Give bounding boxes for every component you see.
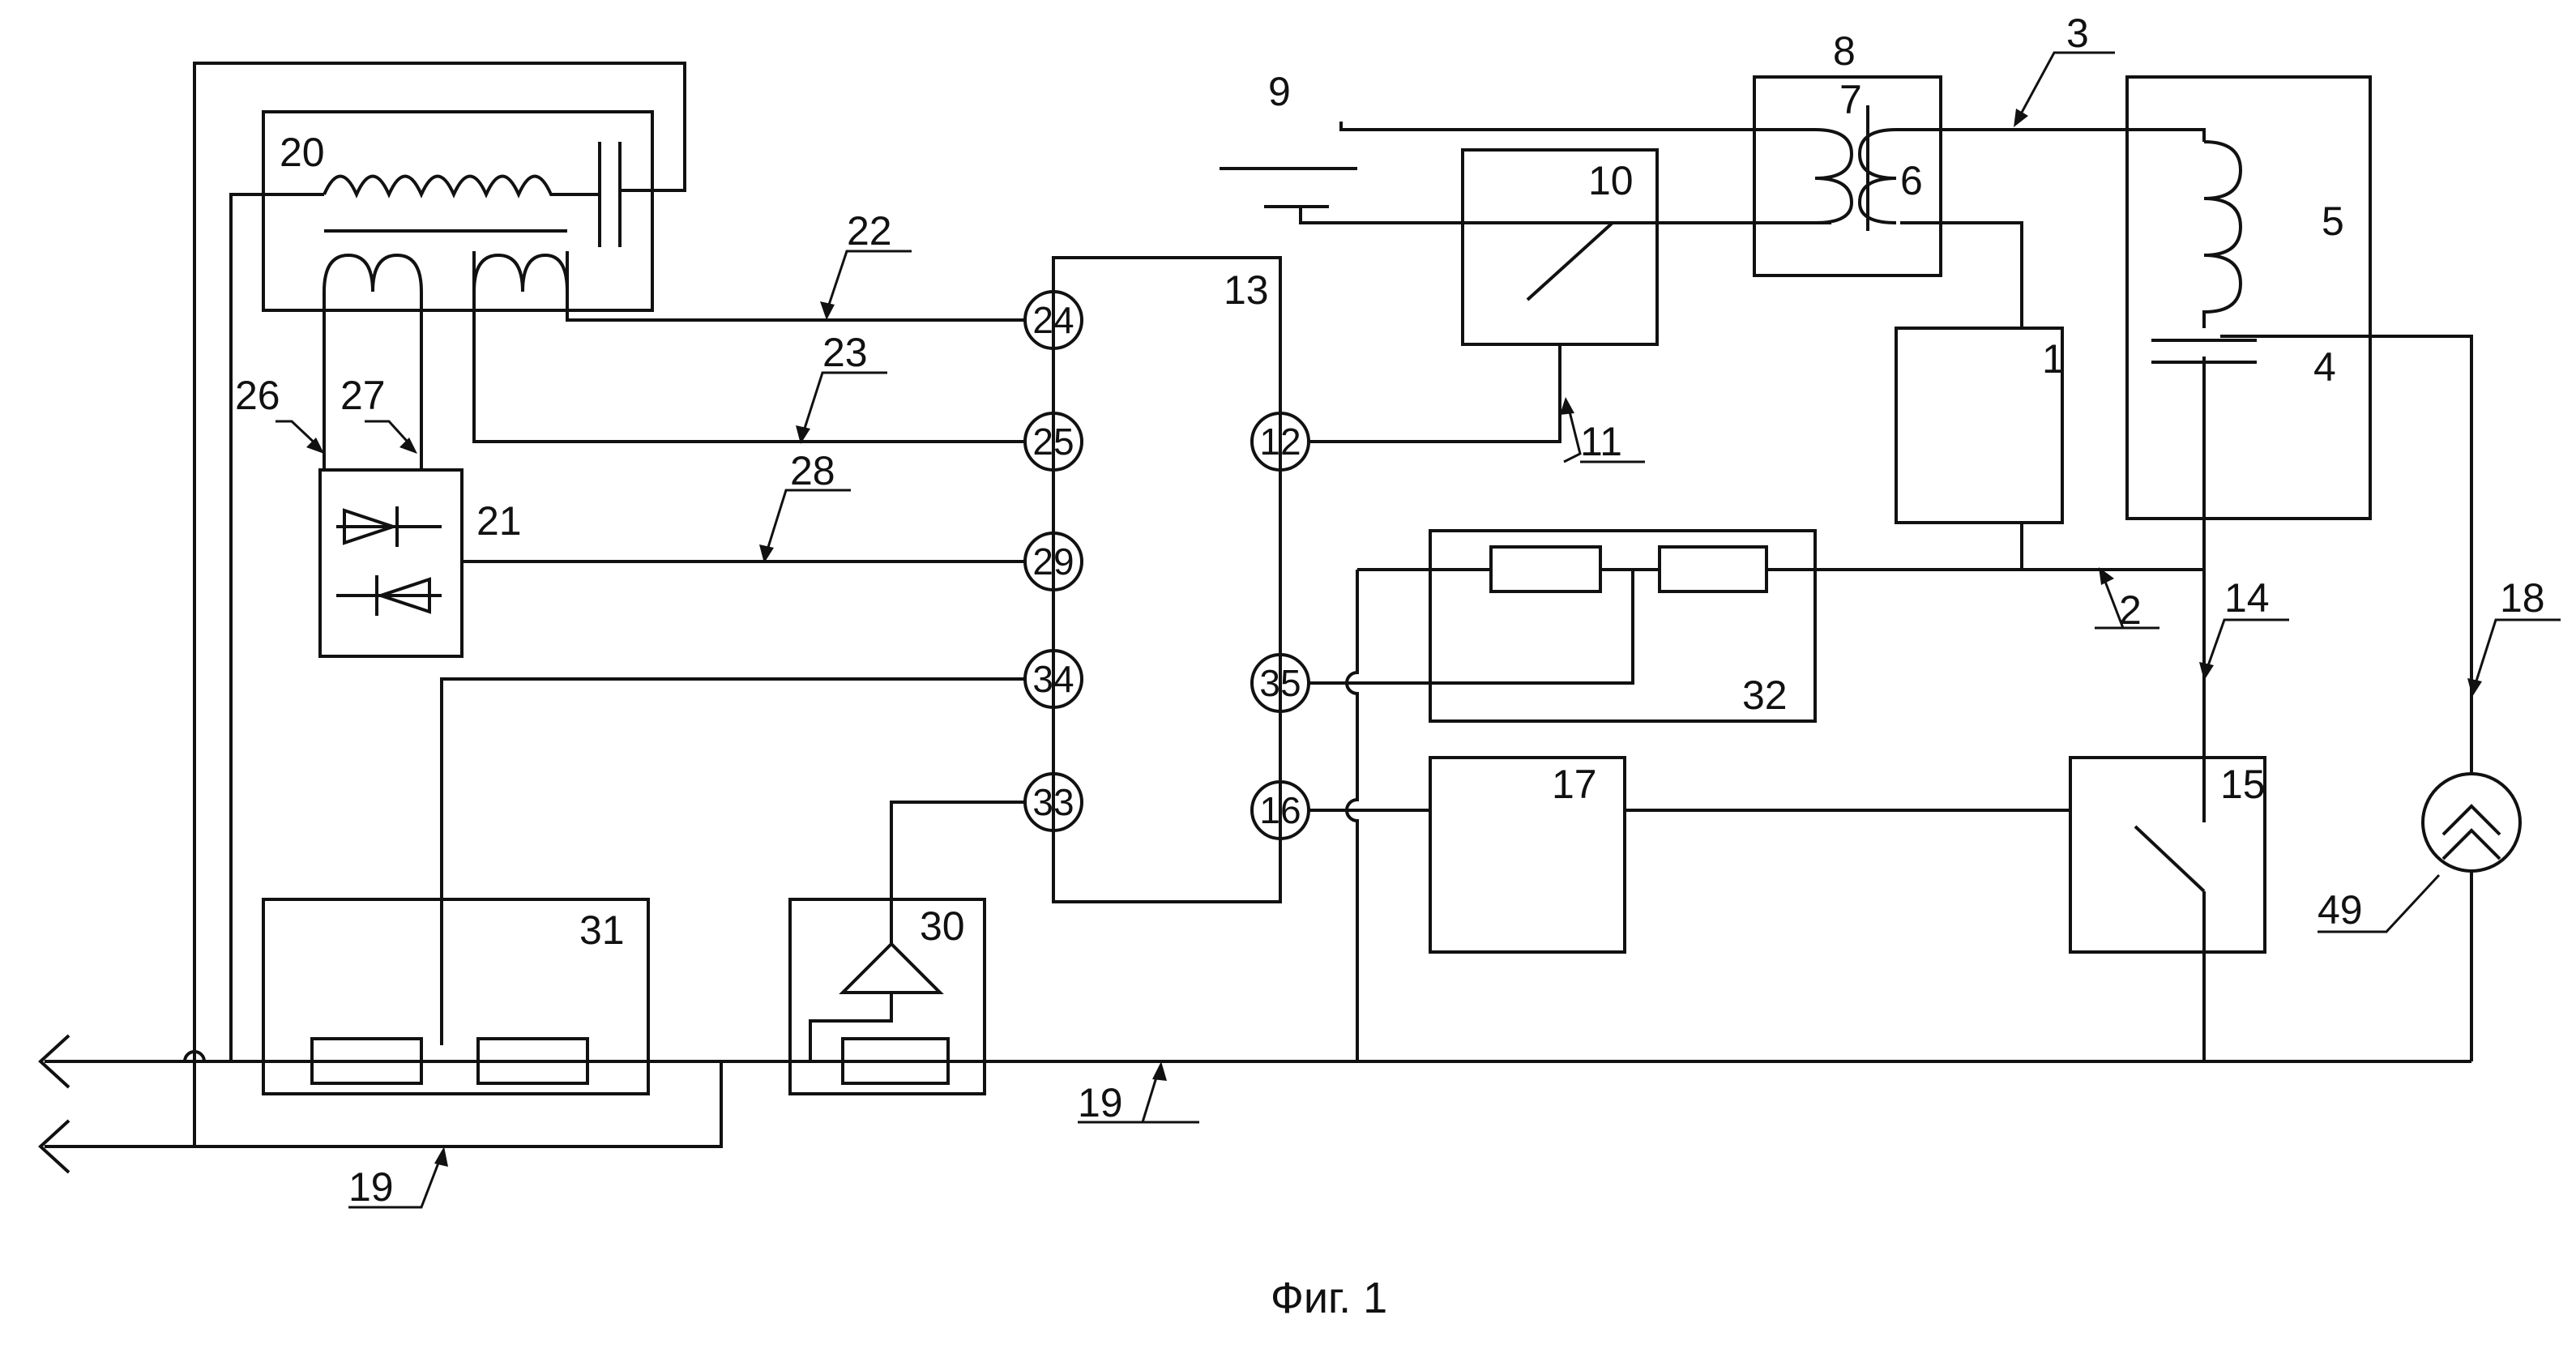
label-28: 28 xyxy=(790,448,835,493)
label-26: 26 xyxy=(235,373,280,418)
transformer-20-windings xyxy=(324,142,632,292)
label-27: 27 xyxy=(340,373,386,418)
label-3: 3 xyxy=(2066,11,2089,56)
switch-15-contact xyxy=(2135,822,2204,891)
port-16: 16 xyxy=(1259,789,1301,831)
label-2: 2 xyxy=(2119,587,2142,633)
port-29: 29 xyxy=(1032,540,1074,583)
label-18: 18 xyxy=(2500,575,2545,621)
meter-49 xyxy=(2423,774,2520,871)
battery-9 xyxy=(1220,169,1357,207)
label-underlines xyxy=(348,53,2561,1207)
label-9: 9 xyxy=(1268,69,1291,114)
figure-caption: Фиг. 1 xyxy=(1271,1274,1387,1322)
port-25: 25 xyxy=(1032,421,1074,463)
label-19-main: 19 xyxy=(1078,1080,1123,1125)
label-23: 23 xyxy=(822,330,868,375)
label-22: 22 xyxy=(847,208,892,254)
label-17: 17 xyxy=(1552,762,1597,807)
port-33: 33 xyxy=(1032,781,1074,823)
label-14: 14 xyxy=(2224,575,2270,621)
block-21-rectifier xyxy=(320,470,462,656)
label-7: 7 xyxy=(1839,77,1862,122)
diode-pair xyxy=(336,506,442,616)
label-8: 8 xyxy=(1833,28,1856,74)
label-32: 32 xyxy=(1742,672,1788,718)
port-34: 34 xyxy=(1032,658,1074,700)
leader-arrows xyxy=(276,53,2524,1207)
label-1: 1 xyxy=(2042,336,2065,382)
block-1 xyxy=(1896,328,2062,523)
output-arrow-heads xyxy=(41,1035,69,1172)
label-6: 6 xyxy=(1900,158,1923,203)
port-12: 12 xyxy=(1259,421,1301,463)
label-20: 20 xyxy=(280,130,325,175)
label-30: 30 xyxy=(920,903,965,949)
coil-capacitor-5 xyxy=(2151,142,2257,362)
label-4: 4 xyxy=(2313,344,2336,390)
label-19-lower: 19 xyxy=(348,1164,394,1210)
label-5: 5 xyxy=(2322,199,2344,244)
block-13-controller xyxy=(1053,258,1280,902)
label-49: 49 xyxy=(2318,887,2363,933)
switch-10-contact xyxy=(1527,223,1613,300)
label-13: 13 xyxy=(1224,267,1269,313)
amplifier-30-triangle xyxy=(810,944,940,1061)
transformer-8-windings xyxy=(1815,105,1896,231)
port-35: 35 xyxy=(1259,662,1301,704)
label-10: 10 xyxy=(1588,158,1634,203)
label-21: 21 xyxy=(476,498,522,544)
block-5-resonant-circuit xyxy=(2127,77,2370,519)
label-15: 15 xyxy=(2220,762,2266,807)
port-24: 24 xyxy=(1032,299,1074,341)
label-31: 31 xyxy=(579,907,625,953)
label-11: 11 xyxy=(1580,419,1622,464)
